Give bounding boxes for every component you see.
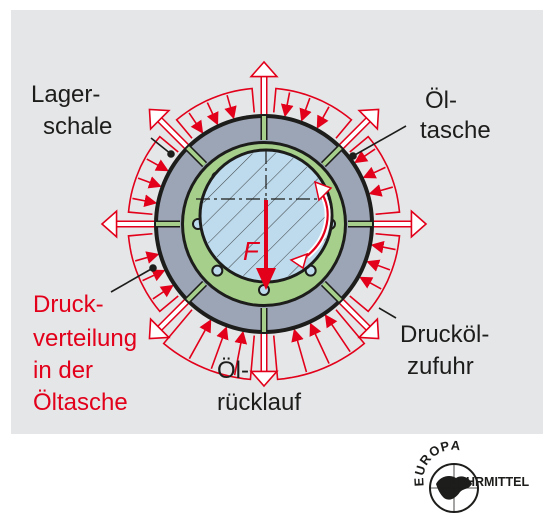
- pressure-arrow: [359, 276, 382, 290]
- oil-return-arrow-core: [338, 298, 372, 332]
- pressure-arrow: [368, 184, 394, 197]
- oil-return-arrow-head: [148, 108, 171, 131]
- label-druckverteilung-3: in der: [33, 357, 93, 384]
- pressure-arrow: [354, 148, 376, 164]
- label-druckoelzufuhr-1: Drucköl-: [400, 321, 489, 348]
- oil-return-arrow-head: [357, 317, 380, 340]
- oil-return-arrow-head: [148, 317, 171, 340]
- label-lagerschale-2: schale: [43, 113, 112, 140]
- pressure-arrow: [362, 166, 386, 179]
- label-druckverteilung-1: Druck-: [33, 291, 104, 318]
- pressure-arrow: [152, 284, 174, 300]
- label-oeltasche-2: tasche: [420, 117, 491, 144]
- pocket-wall-fill: [186, 281, 207, 302]
- pressure-arrow: [370, 240, 396, 254]
- pressure-arrows: [132, 92, 396, 376]
- pressure-arrow: [137, 176, 162, 189]
- label-druckoelzufuhr-2: zufuhr: [407, 353, 474, 380]
- pressure-arrow: [210, 326, 229, 369]
- oil-return-arrow-head: [100, 209, 118, 239]
- pressure-distribution-curve: [162, 309, 256, 381]
- pressure-distribution-curve: [272, 309, 366, 381]
- leader-lines: [110, 125, 407, 319]
- oil-pocket-walls: [156, 116, 372, 332]
- pressure-arrow: [206, 102, 219, 126]
- pocket-wall-fill: [321, 146, 342, 167]
- oil-return-arrow-head: [410, 209, 428, 239]
- oil-groove: [211, 264, 224, 277]
- pressure-arrow: [299, 97, 312, 122]
- force-arrow-head: [256, 268, 276, 290]
- oil-return-arrow-core: [156, 298, 190, 332]
- pressure-arrow: [132, 194, 158, 208]
- label-oelruecklauf-2: rücklauf: [217, 389, 301, 416]
- pressure-arrow: [134, 251, 160, 264]
- pressure-arrow: [142, 269, 166, 282]
- pressure-arrow: [233, 330, 248, 376]
- pressure-arrow: [309, 322, 330, 364]
- pressure-arrow: [291, 328, 308, 373]
- pressure-arrow: [280, 92, 294, 118]
- oil-return-arrows: [100, 60, 428, 388]
- rotation-arrow-red: [306, 191, 329, 257]
- label-oelruecklauf-1: Öl-: [217, 357, 249, 384]
- europa-lehrmittel-logo: EUROPA LEHRMITTEL: [411, 440, 530, 513]
- pocket-wall-fill: [186, 146, 207, 167]
- logo-globe-grid: [430, 464, 478, 512]
- label-druckverteilung-2: verteilung: [33, 325, 137, 352]
- oil-return-arrow-head: [249, 370, 279, 388]
- pressure-arrow: [324, 314, 351, 353]
- oil-return-arrow-head: [249, 60, 279, 78]
- pressure-distribution-curve: [175, 87, 256, 139]
- pressure-distribution-curves: [127, 87, 401, 381]
- label-oeltasche-1: Öl-: [425, 87, 457, 114]
- oil-return-arrow-core: [338, 116, 372, 150]
- force-label: F: [243, 236, 261, 266]
- bearing-diagram: F Lager- schale Öl- tasche Druck- vertei…: [31, 60, 491, 416]
- pressure-arrow: [224, 94, 237, 120]
- label-lagerschale-1: Lager-: [31, 81, 100, 108]
- rotation-arrow-head: [313, 180, 333, 202]
- label-druckverteilung-4: Öltasche: [33, 389, 128, 416]
- pocket-wall-fill: [321, 281, 342, 302]
- oil-return-arrow-core: [156, 116, 190, 150]
- pressure-arrow: [188, 319, 212, 360]
- logo-bottom-text: LEHRMITTEL: [450, 475, 530, 489]
- pressure-distribution-curve: [272, 87, 353, 139]
- diagram-panel: F Lager- schale Öl- tasche Druck- vertei…: [11, 10, 543, 434]
- pressure-arrow: [366, 259, 391, 272]
- rotation-arrow-tail: [289, 252, 309, 270]
- pressure-arrow: [146, 158, 169, 172]
- pressure-arrow: [188, 112, 204, 134]
- pressure-arrow: [316, 106, 330, 129]
- pressure-distribution-curve: [127, 135, 179, 216]
- oil-return-arrow-head: [357, 108, 380, 131]
- pressure-distribution-curve: [349, 232, 401, 313]
